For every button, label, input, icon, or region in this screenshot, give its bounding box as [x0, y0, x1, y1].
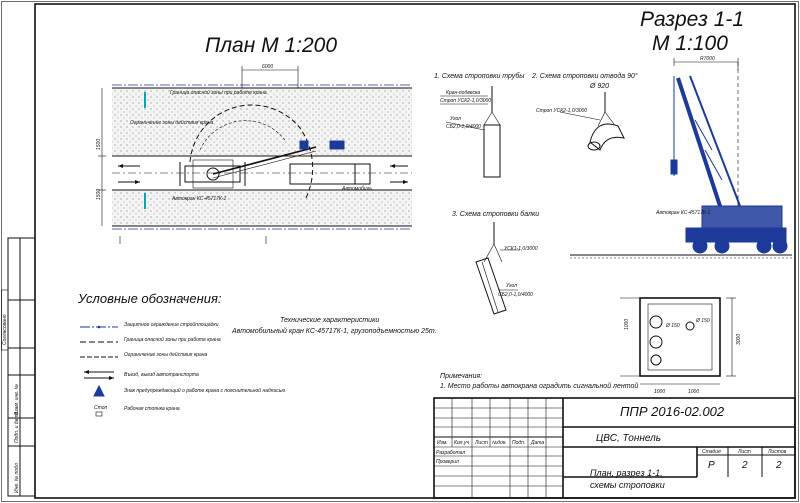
role-developed: Разработал	[436, 450, 465, 456]
plan-drawing	[98, 66, 412, 244]
legend-title: Условные обозначения:	[77, 291, 222, 306]
scheme3-label-2: Угол	[506, 283, 517, 289]
title-sheet-name-1: План, разрез 1-1,	[590, 468, 663, 478]
section-title-2: М 1:100	[652, 32, 728, 55]
tunnel-dim-2: 3000	[736, 334, 742, 345]
notes-title: Примечания:	[440, 373, 482, 380]
scheme1-label-3: Угол	[450, 116, 461, 122]
specs-line: Автомобильный кран КС-45717К-1, грузопод…	[231, 327, 437, 335]
plan-dim-left-2: 1500	[96, 189, 102, 200]
section-title-1: Разрез 1-1	[640, 8, 744, 31]
sheet-header: Лист	[737, 449, 751, 455]
sheets-header: Листов	[767, 449, 787, 455]
scheme1-label-2: Строп УСК2-1,0/3000	[440, 98, 491, 104]
scheme2-label: Строп УСК2-1,0/3000	[536, 108, 587, 114]
legend-item-fence: Защитное ограждение стройплощадки	[124, 321, 219, 328]
side-stamp-inv: Инв. № подл.	[14, 462, 20, 493]
col-header-qty: Кол.уч	[454, 440, 469, 446]
crane-elevation	[570, 58, 792, 259]
plan-label-truck: Автомобиль	[341, 186, 372, 192]
stage-header: Стадия	[702, 449, 721, 455]
tunnel-dim-3: 1000	[688, 389, 699, 395]
tunnel-dim-1: 1000	[654, 389, 665, 395]
section-label-crane: Автокран КС-45717К-1	[655, 210, 711, 216]
plan-label-boundary: Граница опасной зоны при работе крана	[170, 89, 267, 96]
title-sheet-name-2: схемы строповки	[590, 480, 665, 490]
section-dim-top: R7000	[700, 56, 715, 62]
tunnel-dim-6: Ø 150	[695, 318, 710, 324]
stage-value: Р	[708, 460, 715, 471]
tunnel-dim-5: Ø 150	[665, 323, 680, 329]
legend-item-sign: Знак предупреждающий о работе крана с по…	[124, 387, 285, 394]
col-header-sign: Подп.	[512, 440, 525, 446]
title-block	[433, 397, 796, 499]
scheme1-label-4: СБ2,0-1,0/4000	[446, 124, 481, 130]
col-header-date: Дата	[530, 440, 544, 446]
legend-item-stand: Рабочая стоянка крана	[124, 406, 180, 412]
side-stamp-agreed: Согласовано	[2, 314, 8, 345]
legend-stop: Стоп	[94, 405, 108, 411]
scheme1-title: 1. Схема строповки трубы	[434, 72, 525, 80]
plan-dim-left-1: 1500	[96, 139, 102, 150]
col-header-doc: №док.	[492, 440, 507, 446]
plan-label-crane: Автокран КС-45717К-1	[171, 196, 227, 202]
plan-label-limits: Ограничение зоны действия крана	[130, 119, 214, 126]
plan-dim-top: 6000	[262, 64, 273, 70]
scheme2-angle: Ø 920	[589, 83, 609, 90]
side-stamp-replace: Взам. инв. №	[14, 383, 20, 415]
inner-frame	[34, 3, 796, 499]
role-checked: Проверил	[436, 459, 459, 465]
title-object: ЦВС, Тоннель	[596, 433, 661, 444]
col-header-rev: Изм.	[437, 440, 448, 446]
legend-item-entry: Въезд, выезд автотранспорта	[124, 372, 199, 378]
sheet-value: 2	[741, 460, 748, 471]
scheme1-drawing	[440, 86, 501, 178]
specs-title: Технические характеристики	[280, 317, 379, 324]
legend-symbols	[80, 325, 118, 417]
title-code: ППР 2016-02.002	[620, 404, 725, 419]
scheme2-drawing	[559, 92, 625, 151]
sheets-value: 2	[775, 460, 782, 471]
tunnel-section	[620, 297, 736, 385]
col-header-sheet: Лист	[474, 440, 488, 446]
plan-title: План М 1:200	[205, 34, 337, 57]
scheme1-label-1: Кран-подвеска	[446, 90, 480, 96]
side-stamp-sign: Подп. и дата	[14, 411, 20, 443]
legend-item-boundary: Граница опасной зоны при работе крана	[124, 336, 221, 343]
scheme3-drawing	[475, 222, 520, 315]
scheme3-label-1: УСК1-1,0/3000	[504, 246, 538, 252]
scheme2-title: 2. Схема строповки отвода 90°	[531, 72, 638, 80]
tunnel-dim-4: 1000	[624, 319, 630, 330]
side-stamp: Согласовано Взам. инв. № Подп. и дата Ин…	[1, 237, 36, 497]
scheme3-label-3: СБ2,0-1,0/4000	[498, 292, 533, 298]
scheme3-title: 3. Схема строповки балки	[452, 210, 539, 218]
legend-item-limits: Ограничение зоны действия крана	[124, 351, 208, 358]
notes-line1: 1. Место работы автокрана оградить сигна…	[440, 382, 638, 390]
